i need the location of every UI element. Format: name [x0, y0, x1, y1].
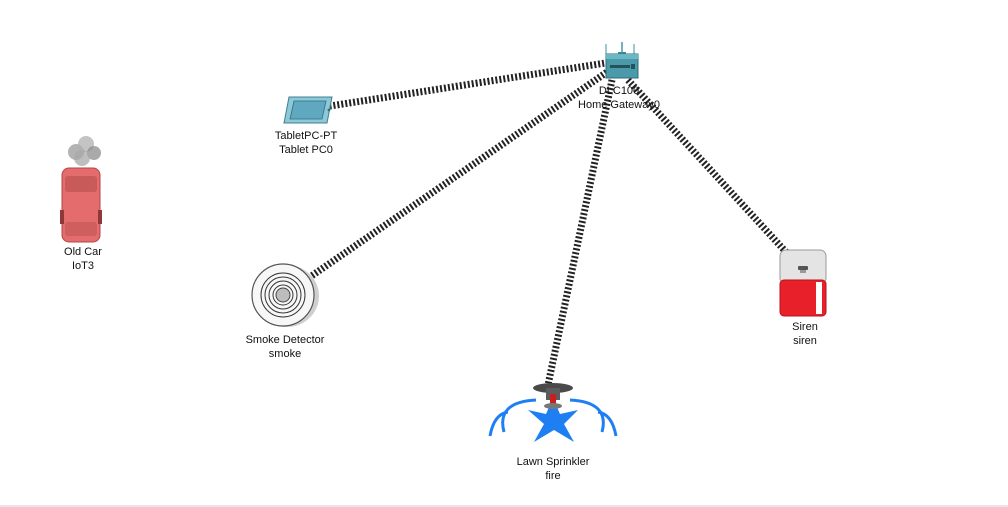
- device-smoke-detector[interactable]: [247, 260, 321, 330]
- smoke-name-label: smoke: [268, 348, 302, 360]
- smoke-model-label: Smoke Detector: [245, 334, 325, 346]
- tablet-name-label: Tablet PC0: [279, 144, 333, 156]
- siren-name-label: siren: [793, 335, 817, 347]
- home-gateway-icon: [605, 42, 639, 79]
- smoke-label: Smoke Detector smoke: [246, 333, 325, 361]
- tablet-model-label: TabletPC-PT: [274, 130, 338, 142]
- gateway-name-label: Home Gateway0: [578, 99, 660, 111]
- tablet-icon: [283, 96, 333, 124]
- gateway-label: DLC100 Home Gateway0: [578, 84, 660, 112]
- device-old-car[interactable]: [56, 134, 108, 246]
- old-car-icon: [60, 136, 102, 243]
- gateway-model-label: DLC100: [598, 85, 640, 97]
- lawn-sprinkler-icon: [488, 383, 618, 442]
- sprinkler-name-label: fire: [545, 470, 561, 482]
- siren-model-label: Siren: [792, 321, 818, 333]
- wireless-link-gateway-sprinkler[interactable]: [544, 79, 616, 386]
- siren-label: Siren siren: [792, 320, 818, 348]
- device-lawn-sprinkler[interactable]: [486, 380, 620, 452]
- workspace-bottom-border: [0, 505, 1008, 507]
- smoke-detector-icon: [251, 263, 319, 327]
- device-home-gateway[interactable]: [600, 40, 642, 82]
- car-label: Old Car IoT3: [64, 245, 102, 273]
- sprinkler-model-label: Lawn Sprinkler: [516, 456, 590, 468]
- siren-icon: [779, 249, 827, 317]
- car-name-label: IoT3: [71, 260, 94, 272]
- car-model-label: Old Car: [64, 246, 102, 258]
- device-siren[interactable]: [778, 248, 828, 318]
- device-tablet[interactable]: [283, 94, 333, 126]
- tablet-label: TabletPC-PT Tablet PC0: [275, 129, 337, 157]
- wireless-link-gateway-smoke[interactable]: [308, 67, 612, 280]
- wireless-link-gateway-siren[interactable]: [625, 77, 789, 255]
- wireless-link-gateway-tablet[interactable]: [329, 58, 613, 110]
- sprinkler-label: Lawn Sprinkler fire: [517, 455, 590, 483]
